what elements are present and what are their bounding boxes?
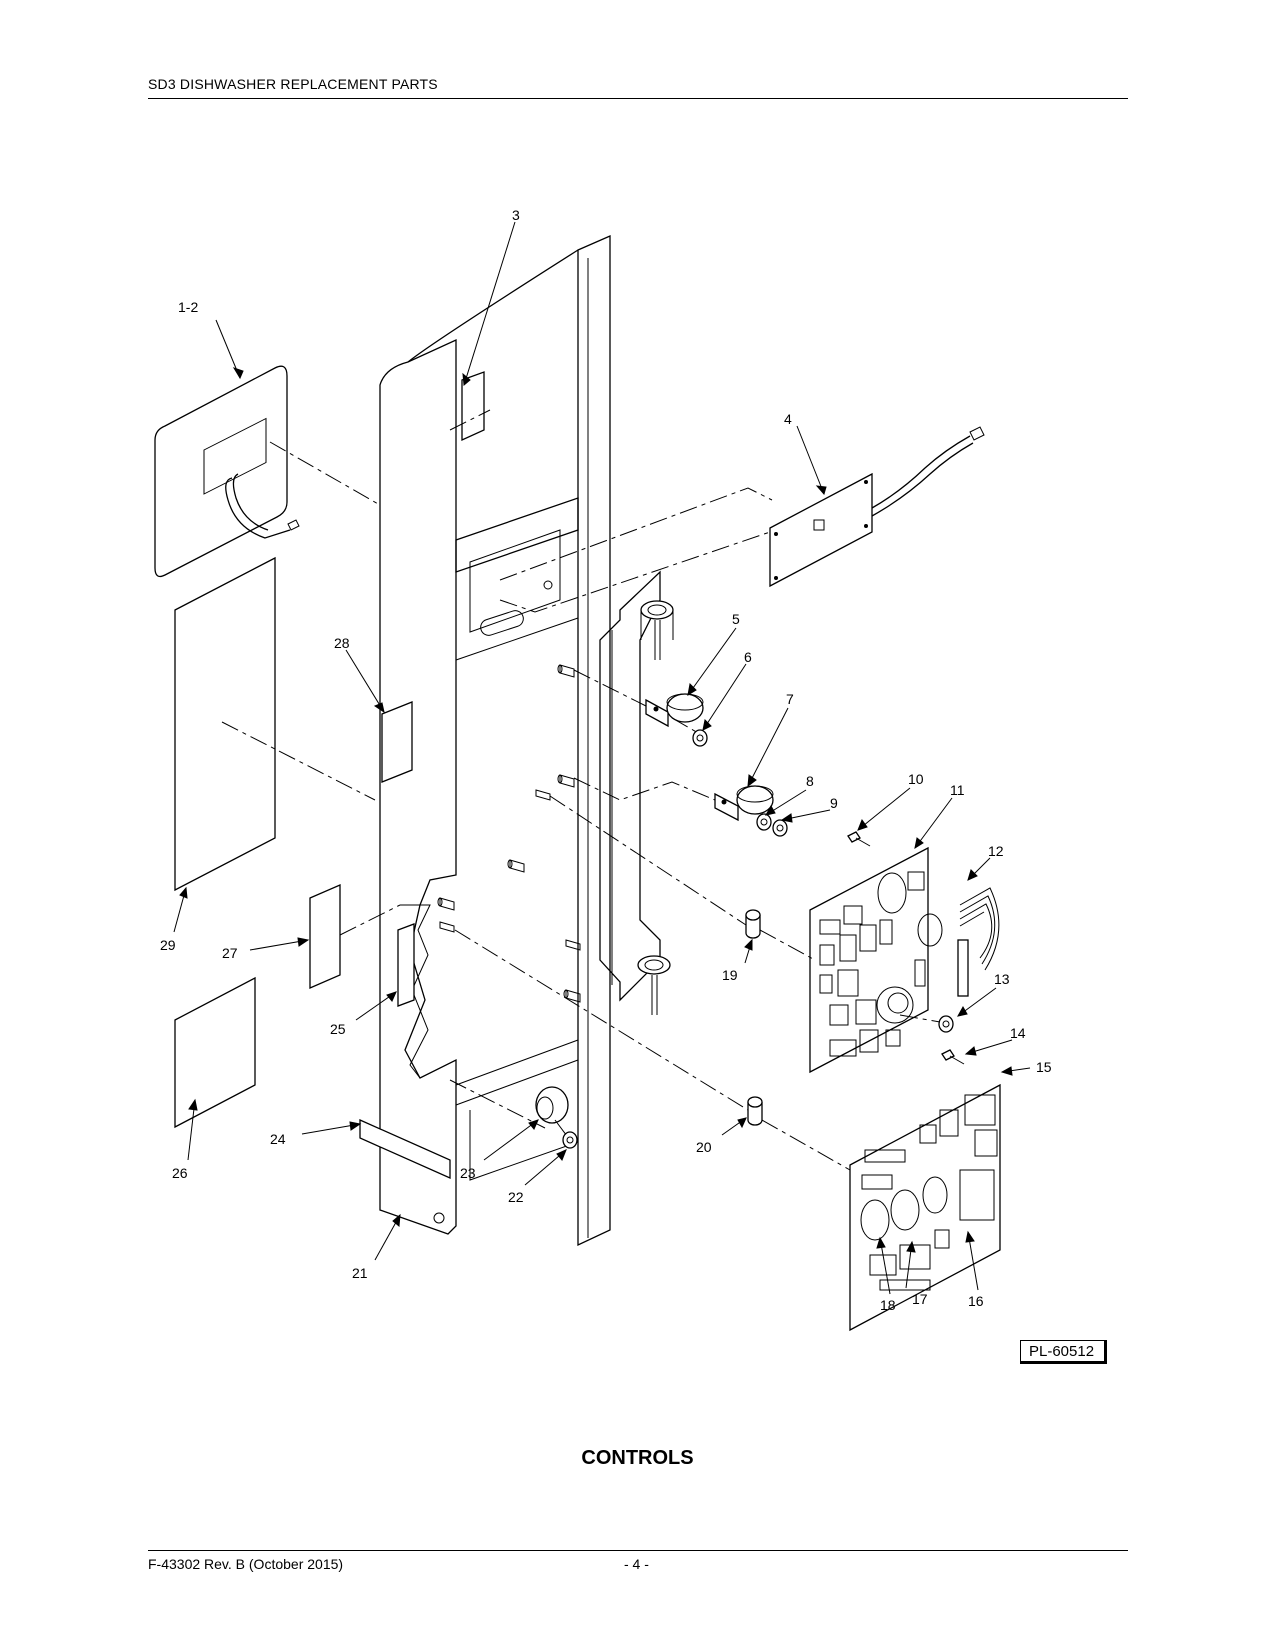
main-control-board — [809, 846, 943, 1074]
callout-11: 11 — [950, 782, 965, 798]
assembly-lines — [221, 409, 941, 1171]
drawing-number-box: PL-60512 — [1020, 1340, 1108, 1364]
clamp-5 — [645, 693, 704, 728]
footer-doc-revision: F-43302 Rev. B (October 2015) — [148, 1556, 344, 1572]
callout-24: 24 — [270, 1131, 286, 1147]
label-27 — [309, 884, 341, 989]
callout-7: 7 — [786, 691, 794, 707]
callout-13: 13 — [994, 971, 1010, 987]
callout-21: 21 — [352, 1265, 368, 1281]
callout-6: 6 — [744, 649, 752, 665]
section-title: CONTROLS — [581, 1447, 694, 1469]
callout-5: 5 — [732, 611, 740, 627]
callout-14: 14 — [1010, 1025, 1026, 1041]
page-header-title: SD3 DISHWASHER REPLACEMENT PARTS — [148, 76, 438, 92]
callout-15: 15 — [1036, 1059, 1052, 1075]
callout-19: 19 — [722, 967, 738, 983]
callout-4: 4 — [784, 411, 792, 427]
callout-27: 27 — [222, 945, 238, 961]
callout-17: 17 — [912, 1291, 928, 1307]
callout-8: 8 — [806, 773, 814, 789]
label-25 — [397, 923, 415, 1007]
callout-25: 25 — [330, 1021, 346, 1037]
callout-1-2: 1-2 — [178, 299, 198, 315]
relay-board — [849, 1083, 1001, 1332]
ribbon-connector — [957, 887, 1000, 997]
footer-rule — [148, 1550, 1128, 1551]
callout-22: 22 — [508, 1189, 524, 1205]
label-24 — [359, 1118, 451, 1180]
display-board — [769, 426, 985, 588]
callout-29: 29 — [160, 937, 176, 953]
callout-18: 18 — [880, 1297, 896, 1313]
callout-9: 9 — [830, 795, 838, 811]
control-panel-housing — [379, 235, 611, 1247]
callout-23: 23 — [460, 1165, 476, 1181]
callout-28: 28 — [334, 635, 350, 651]
callout-10: 10 — [908, 771, 924, 787]
label-3 — [461, 371, 485, 442]
callout-labels: 1-2 3 4 5 6 7 8 9 10 11 12 13 14 15 16 1… — [160, 207, 1052, 1313]
callout-12: 12 — [988, 843, 1004, 859]
callout-16: 16 — [968, 1293, 984, 1309]
clamp-7 — [714, 785, 774, 822]
callout-20: 20 — [696, 1139, 712, 1155]
leader-lines — [173, 221, 1031, 1295]
callout-3: 3 — [512, 207, 520, 223]
label-28 — [381, 701, 413, 783]
callout-26: 26 — [172, 1165, 188, 1181]
display-keypad-overlay — [154, 365, 300, 578]
footer-page-number: - 4 - — [624, 1556, 649, 1572]
label-26 — [174, 976, 256, 1129]
header-rule — [148, 98, 1128, 99]
